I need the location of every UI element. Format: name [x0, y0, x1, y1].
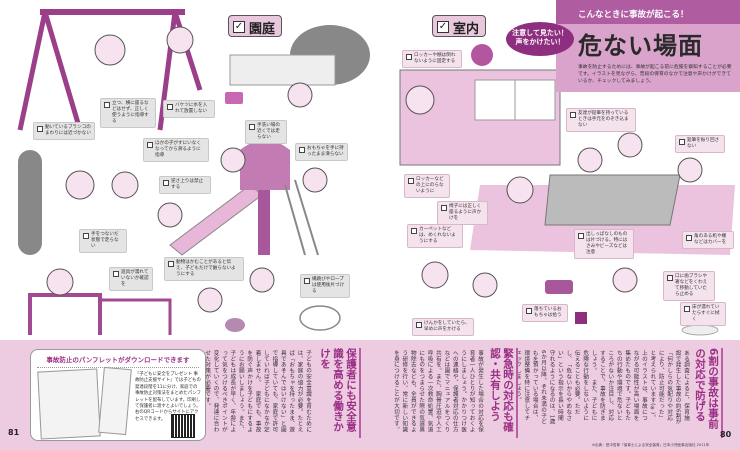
- checkbox[interactable]: [167, 104, 173, 110]
- page-title: 危ない場面: [578, 32, 703, 60]
- checklist-item[interactable]: 角のある机や棚などはカバーを: [682, 231, 734, 249]
- pamphlet-image: [37, 368, 101, 440]
- checklist-item[interactable]: バケツに水を入れて放置しない: [163, 100, 215, 118]
- checklist-item[interactable]: 手洗い場の近くでは走らない: [245, 120, 287, 144]
- checkbox[interactable]: [526, 308, 532, 314]
- checklist-item[interactable]: 落ちているおもちゃは拾う: [522, 304, 568, 322]
- checklist-item[interactable]: 立つ、横に座るなどはせず、正しく使うように指導する: [100, 98, 156, 128]
- checkbox[interactable]: [570, 112, 576, 118]
- attention-burst: 注意して見たい！声をかけたい！: [506, 22, 574, 56]
- checklist-item[interactable]: ロッカーや棚は倒れないように固定する: [402, 50, 462, 68]
- article-body: 子どもの安全意識を育むためには、家庭の協力が必要。たとえば「おもちゃを持ったまま…: [204, 350, 311, 433]
- checkbox[interactable]: [411, 228, 417, 234]
- children-right: [405, 85, 719, 336]
- checkbox[interactable]: [578, 233, 584, 239]
- checkbox[interactable]: [679, 139, 685, 145]
- checklist-item[interactable]: 出しっぱなしのものは片づける。特にはさみやビーズなどは注意: [574, 229, 634, 259]
- title-kicker: こんなときに事故が起こる！: [556, 0, 740, 24]
- checkbox[interactable]: [104, 102, 110, 108]
- checkmark-icon: ✓: [437, 21, 449, 33]
- checklist-item[interactable]: おもちゃを手に持ったまま滑らない: [295, 143, 348, 161]
- checklist-item[interactable]: 椅子には正しく座るように声かけを: [437, 201, 488, 225]
- jump-rope-illustration: [299, 305, 341, 331]
- page-number-left: 81: [8, 428, 20, 437]
- checklist-item[interactable]: 動物はかむことがあると伝え、子どもだけで触らないようにする: [164, 257, 244, 281]
- checkbox[interactable]: [304, 278, 310, 284]
- checkbox[interactable]: [686, 235, 692, 241]
- article-body: 事故が発生した場合の対応を保育者一人ひとりが知っておくようにしましょう。かかりつ…: [392, 350, 483, 433]
- locker-illustration: [399, 44, 561, 166]
- checkbox[interactable]: [441, 205, 447, 211]
- checklist-item[interactable]: 逆さ上りは禁止する: [159, 176, 211, 194]
- source-note: ※出典：田中哲郎『保育士による安全保育』日本小児医事出版社 2011年: [592, 443, 710, 447]
- pamphlet-text: 『子どもに安全をプレゼント 事故防止支援サイト』では子どもの発達段階を11に分け…: [135, 372, 201, 422]
- section-tag-indoor: ✓室内: [432, 15, 487, 37]
- illustrations: [17, 9, 735, 336]
- article-heading: 緊急時の対応も確認・共有しよう: [488, 348, 518, 438]
- checkbox[interactable]: [416, 322, 422, 328]
- checklist-item[interactable]: 手をつないだ状態で走らない: [79, 229, 127, 253]
- checkbox[interactable]: [406, 54, 412, 60]
- page-number-right: 80: [720, 430, 732, 439]
- checklist-item[interactable]: ロッカーなどの上にのらないように: [404, 174, 450, 198]
- checkmark-icon: ✓: [233, 21, 245, 33]
- checkbox[interactable]: [147, 142, 153, 148]
- article-body: ある調査によると、保育施設で発生した事故の約6割が「何かしらの気配りや対応により…: [514, 350, 689, 425]
- table-carpet-illustration: [470, 174, 735, 255]
- checkbox[interactable]: [37, 126, 43, 132]
- article-heading: 保護者にも安全意識を高める働きかけを: [318, 348, 361, 438]
- checkbox[interactable]: [168, 261, 174, 267]
- sandpit-fountain-illustration: [225, 25, 370, 104]
- checkbox[interactable]: [83, 233, 89, 239]
- tree-illustration: [18, 150, 42, 255]
- swing-set-illustration: [17, 9, 203, 131]
- checkbox[interactable]: [408, 178, 414, 184]
- checklist-item[interactable]: カーペットなどは、めくれないようにする: [407, 224, 463, 248]
- checklist-item[interactable]: けんかをしていたら、早めに声をかける: [412, 318, 474, 336]
- checklist-item[interactable]: 動いているブランコのまわりには近づかない: [33, 122, 95, 140]
- pamphlet-box: 事故防止のパンフレットがダウンロードできます 『子どもに安全をプレゼント 事故防…: [30, 349, 206, 441]
- slide-illustration: [169, 140, 319, 256]
- pamphlet-cover-image: [98, 366, 132, 436]
- checklist-item[interactable]: 遊具が濡れていないか確認を: [109, 267, 153, 291]
- children-left: [46, 26, 328, 332]
- checklist-item[interactable]: 縄跳びやロープは使用後片づける: [300, 274, 350, 298]
- checklist-item[interactable]: 鉛筆を振り回さない: [675, 135, 725, 153]
- checkbox[interactable]: [249, 124, 255, 130]
- title-panel: こんなときに事故が起こる！ 危ない場面 事故を防止するためには、事故が起こる前に…: [556, 0, 740, 92]
- monkey-bars-illustration: [28, 293, 172, 335]
- intro-text: 事故を防止するためには、事故が起こる前に危険を察知することが必要です。イラストを…: [578, 65, 732, 84]
- checklist-item[interactable]: 床が濡れていたらすぐに拭く: [680, 302, 726, 326]
- checkbox[interactable]: [113, 271, 119, 277]
- qr-code[interactable]: [171, 414, 195, 438]
- checkbox[interactable]: [684, 306, 690, 312]
- checkbox[interactable]: [163, 180, 169, 186]
- checkbox[interactable]: [667, 275, 673, 281]
- checklist-item[interactable]: ほかの子がすにいなくなってから滑るように指導: [143, 138, 209, 162]
- section-tag-garden: ✓園庭: [228, 15, 283, 37]
- pamphlet-title: 事故防止のパンフレットがダウンロードできます: [37, 350, 199, 368]
- article-heading: 6割の事故は事前の対応で防げる: [693, 348, 723, 438]
- checklist-item[interactable]: 友達が鉛筆を持っているときは手元をのぞき込まない: [566, 108, 636, 132]
- checklist-item[interactable]: 口に歯ブラシや箸などをくわえて移動していたら止める: [663, 271, 715, 301]
- checkbox[interactable]: [299, 147, 305, 153]
